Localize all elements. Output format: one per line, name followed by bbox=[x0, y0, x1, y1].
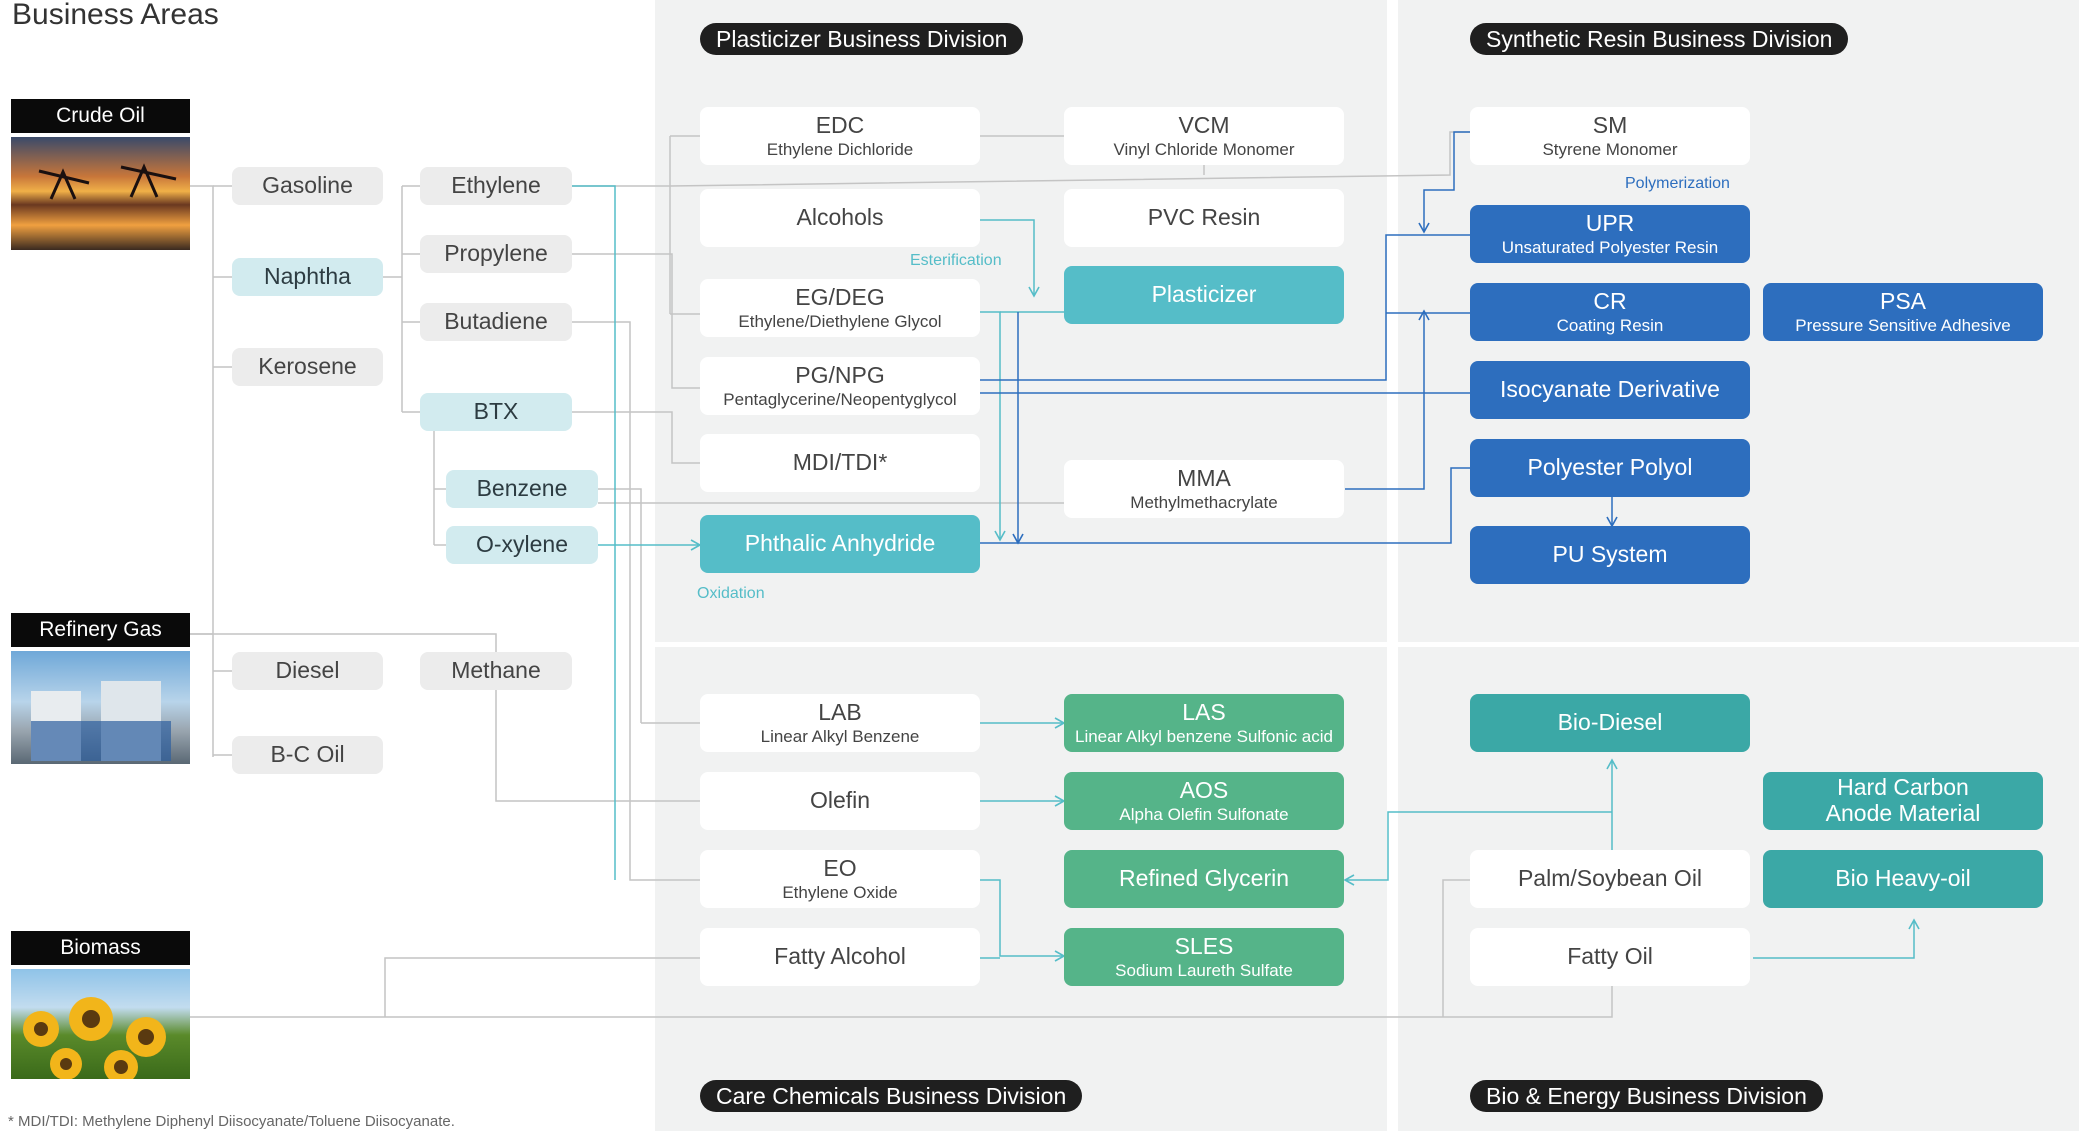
palm-soybean-oil-box: Palm/Soybean Oil bbox=[1470, 850, 1750, 908]
diesel-box: Diesel bbox=[232, 652, 383, 690]
oil-pump-photo bbox=[11, 137, 190, 250]
plasticizer-box: Plasticizer bbox=[1064, 266, 1344, 324]
isocyanate-box: Isocyanate Derivative bbox=[1470, 361, 1750, 419]
ethylene-box: Ethylene bbox=[420, 167, 572, 205]
phthalic-anhydride-box: Phthalic Anhydride bbox=[700, 515, 980, 573]
naphtha-box: Naphtha bbox=[232, 258, 383, 296]
benzene-box: Benzene bbox=[446, 470, 598, 508]
crude-oil-label: Crude Oil bbox=[11, 99, 190, 133]
oxylene-box: O-xylene bbox=[446, 526, 598, 564]
oxidation-note: Oxidation bbox=[697, 585, 765, 602]
fatty-alcohol-box: Fatty Alcohol bbox=[700, 928, 980, 986]
polymerization-note: Polymerization bbox=[1625, 175, 1730, 192]
sunflower-photo bbox=[11, 969, 190, 1079]
refinery-photo bbox=[11, 651, 190, 764]
bio-diesel-box: Bio-Diesel bbox=[1470, 694, 1750, 752]
biomass-label: Biomass bbox=[11, 931, 190, 965]
gasoline-box: Gasoline bbox=[232, 167, 383, 205]
plasticizer-division-label: Plasticizer Business Division bbox=[700, 23, 1024, 55]
polyester-polyol-box: Polyester Polyol bbox=[1470, 439, 1750, 497]
bio-heavy-oil-box: Bio Heavy-oil bbox=[1763, 850, 2043, 908]
page-title: Business Areas bbox=[12, 0, 219, 31]
propylene-box: Propylene bbox=[420, 235, 572, 273]
refined-glycerin-box: Refined Glycerin bbox=[1064, 850, 1344, 908]
refinery-gas-label: Refinery Gas bbox=[11, 613, 190, 647]
esterification-note: Esterification bbox=[910, 252, 1002, 269]
olefin-box: Olefin bbox=[700, 772, 980, 830]
synthetic-division-label: Synthetic Resin Business Division bbox=[1470, 23, 1849, 55]
bcoil-box: B-C Oil bbox=[232, 736, 383, 774]
btx-box: BTX bbox=[420, 393, 572, 431]
pu-system-box: PU System bbox=[1470, 526, 1750, 584]
methane-box: Methane bbox=[420, 652, 572, 690]
footnote: * MDI/TDI: Methylene Diphenyl Diisocyana… bbox=[8, 1113, 455, 1130]
alcohols-box: Alcohols bbox=[700, 189, 980, 247]
care-division-label: Care Chemicals Business Division bbox=[700, 1080, 1083, 1112]
bio-division-label: Bio & Energy Business Division bbox=[1470, 1080, 1823, 1112]
butadiene-box: Butadiene bbox=[420, 303, 572, 341]
fatty-oil-box: Fatty Oil bbox=[1470, 928, 1750, 986]
kerosene-box: Kerosene bbox=[232, 348, 383, 386]
pvc-resin-box: PVC Resin bbox=[1064, 189, 1344, 247]
mditdi-box: MDI/TDI* bbox=[700, 434, 980, 492]
hard-carbon-box: Hard Carbon Anode Material bbox=[1763, 772, 2043, 830]
